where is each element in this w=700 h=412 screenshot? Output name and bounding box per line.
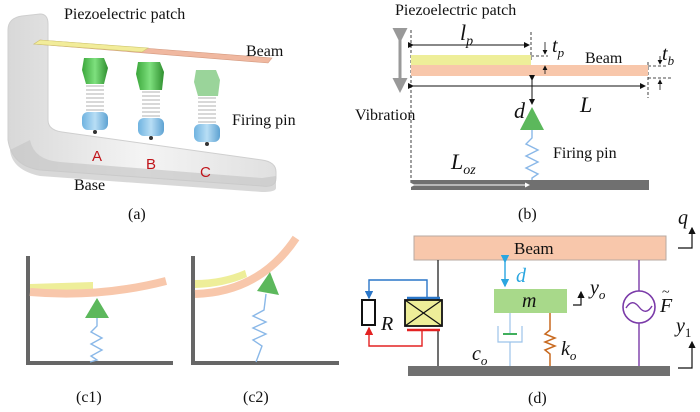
label-beam-a: Beam	[246, 43, 284, 60]
symbol-co: co	[472, 343, 488, 368]
symbol-tb: tb	[662, 43, 675, 68]
yo-reference-arrow	[573, 290, 585, 306]
piezo-patch-3d	[33, 39, 149, 53]
symbol-R: R	[380, 313, 393, 335]
firing-pin-tip-b	[520, 107, 544, 130]
panel-c2: (c2)	[191, 235, 339, 406]
label-vibration: Vibration	[355, 107, 415, 124]
caption-b: (b)	[518, 206, 537, 223]
resistor	[361, 299, 376, 326]
pin-label-c: C	[200, 164, 211, 181]
symbol-q: q	[678, 207, 688, 229]
label-piezo-patch-b: Piezoelectric patch	[395, 2, 516, 19]
label-beam-b: Beam	[585, 50, 623, 67]
q-reference-arrow	[678, 226, 696, 249]
wire-blue	[364, 279, 428, 300]
symbol-tp: tp	[552, 35, 565, 60]
caption-a: (a)	[128, 206, 146, 223]
firing-pin-tip-c1	[85, 298, 109, 318]
ground-b	[411, 180, 649, 190]
spring-b	[524, 130, 540, 180]
symbol-ko: ko	[561, 338, 577, 363]
label-firing-pin-b: Firing pin	[553, 145, 617, 162]
wire-red	[364, 326, 423, 347]
symbol-lp: lp	[460, 20, 473, 49]
spring-ko	[542, 313, 558, 366]
pin-label-a: A	[92, 148, 102, 165]
piezo-cross-2	[404, 299, 443, 327]
label-beam-d: Beam	[514, 239, 554, 258]
symbol-F-tilde: ~	[662, 285, 670, 300]
label-piezo-patch-a: Piezoelectric patch	[64, 6, 185, 23]
panel-a: A B C Piezoelectric patch Beam Firing pi…	[7, 6, 296, 223]
firing-pin-a	[82, 58, 108, 134]
symbol-d-gap: d	[516, 265, 527, 287]
panel-b: Piezoelectric patch Vibration lp tp Beam…	[355, 2, 675, 223]
caption-d: (d)	[528, 390, 547, 407]
y1-reference-arrow	[678, 340, 696, 369]
firing-pin-tip-c2	[257, 272, 279, 295]
spring-c1	[89, 318, 104, 363]
piezo-patch-c2	[195, 270, 247, 288]
symbol-L: L	[579, 92, 592, 117]
beam-c1	[29, 277, 167, 298]
symbol-d: d	[514, 98, 526, 123]
caption-c1: (c1)	[76, 389, 102, 406]
panel-d: Beam q y1 R d m yo	[361, 207, 696, 407]
symbol-F: F	[659, 295, 673, 317]
beam-b	[411, 65, 648, 76]
label-firing-pin-a: Firing pin	[232, 112, 296, 129]
caption-c2: (c2)	[243, 389, 269, 406]
beam-d	[413, 235, 667, 261]
symbol-y1: y1	[674, 315, 691, 340]
sine-wave-icon	[625, 302, 653, 312]
spring-c2	[251, 293, 268, 363]
symbol-m: m	[522, 290, 536, 312]
symbol-yo: yo	[588, 277, 606, 302]
piezo-patch-b	[411, 55, 531, 65]
beam-c2	[194, 235, 300, 298]
pin-label-b: B	[146, 156, 156, 173]
symbol-Loz: Loz	[450, 149, 476, 178]
firing-pin-b	[136, 62, 164, 140]
label-base-a: Base	[74, 177, 105, 194]
ground-d	[408, 366, 670, 376]
panel-c1: (c1)	[26, 256, 173, 406]
firing-pin-c	[194, 70, 220, 146]
base-floor	[10, 140, 276, 192]
mass-block	[494, 289, 567, 313]
